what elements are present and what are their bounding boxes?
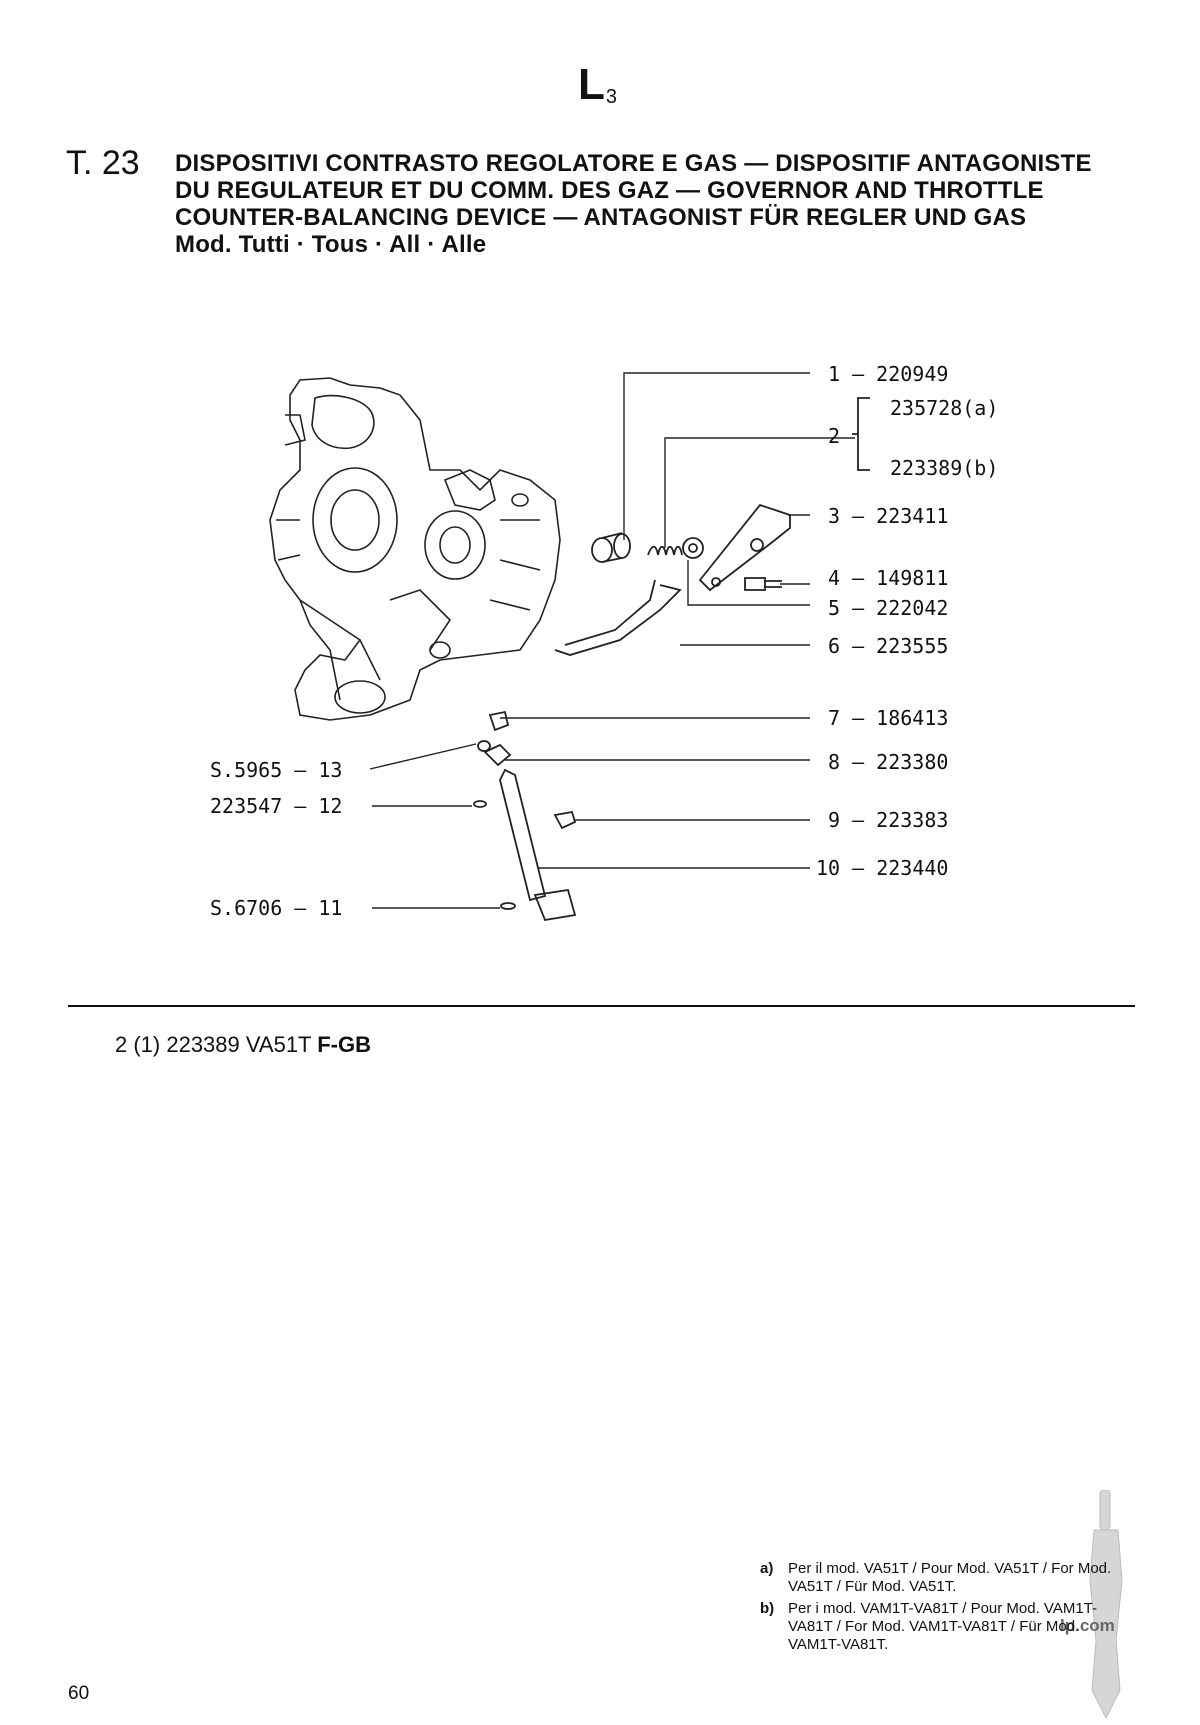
variant-note: 2 (1) 223389 VA51T F-GB bbox=[115, 1032, 371, 1057]
callout-label: 8 — 223380 bbox=[828, 750, 949, 774]
callout-label: 223547 — 12 bbox=[210, 794, 343, 818]
callout-label: 6 — 223555 bbox=[828, 634, 949, 658]
callout-label: 10 — 223440 bbox=[816, 856, 949, 880]
footnote-text: Per i mod. VAM1T-VA81T / Pour Mod. VAM1T… bbox=[788, 1600, 1097, 1653]
engine-casing-drawing bbox=[269, 377, 561, 721]
callout-label: 223389(b) bbox=[890, 456, 999, 480]
callout-label: 2 bbox=[828, 424, 841, 448]
title-block: DISPOSITIVI CONTRASTO REGOLATORE E GAS —… bbox=[175, 150, 1145, 258]
table-number: T. 23 bbox=[66, 144, 140, 182]
callout-label: S.6706 — 11 bbox=[210, 896, 343, 920]
section-subscript: 3 bbox=[605, 86, 618, 108]
exploded-parts-diagram bbox=[269, 372, 870, 922]
title-line: DISPOSITIVI CONTRASTO REGOLATORE E GAS —… bbox=[175, 150, 1092, 177]
callout-label: 7 — 186413 bbox=[828, 706, 949, 730]
models-line: Mod. Tutti · Tous · All · Alle bbox=[175, 231, 487, 258]
callout-label: 5 — 222042 bbox=[828, 596, 949, 620]
callout-label: 3 — 223411 bbox=[828, 504, 949, 528]
page-number: 60 bbox=[68, 1683, 90, 1704]
footnote-text: Per il mod. VA51T / Pour Mod. VA51T / Fo… bbox=[788, 1560, 1112, 1595]
footnote-item: b) Per i mod. VAM1T-VA81T / Pour Mod. VA… bbox=[760, 1600, 1120, 1654]
callout-label: 235728(a) bbox=[890, 396, 999, 420]
section-code: L3 bbox=[578, 60, 618, 109]
section-divider bbox=[68, 1005, 1135, 1007]
title-line: COUNTER-BALANCING DEVICE — ANTAGONIST FÜ… bbox=[175, 204, 1027, 231]
bracket-ref-2 bbox=[852, 397, 870, 471]
callout-label: S.5965 — 13 bbox=[210, 758, 343, 782]
footnotes: a) Per il mod. VA51T / Pour Mod. VA51T /… bbox=[760, 1560, 1120, 1658]
leader-lines bbox=[369, 372, 855, 909]
callout-label: 1 — 220949 bbox=[828, 362, 949, 386]
footnote-item: a) Per il mod. VA51T / Pour Mod. VA51T /… bbox=[760, 1560, 1120, 1596]
footnote-key: b) bbox=[760, 1600, 775, 1617]
watermark-text: lp.com bbox=[1060, 1616, 1115, 1635]
scooter-logo-icon bbox=[1089, 1490, 1123, 1720]
callout-label: 4 — 149811 bbox=[828, 566, 949, 590]
title-line: DU REGULATEUR ET DU COMM. DES GAZ — GOVE… bbox=[175, 177, 1044, 204]
component-drawings bbox=[473, 503, 791, 922]
footnote-key: a) bbox=[760, 1560, 774, 1577]
callout-label: 9 — 223383 bbox=[828, 808, 949, 832]
